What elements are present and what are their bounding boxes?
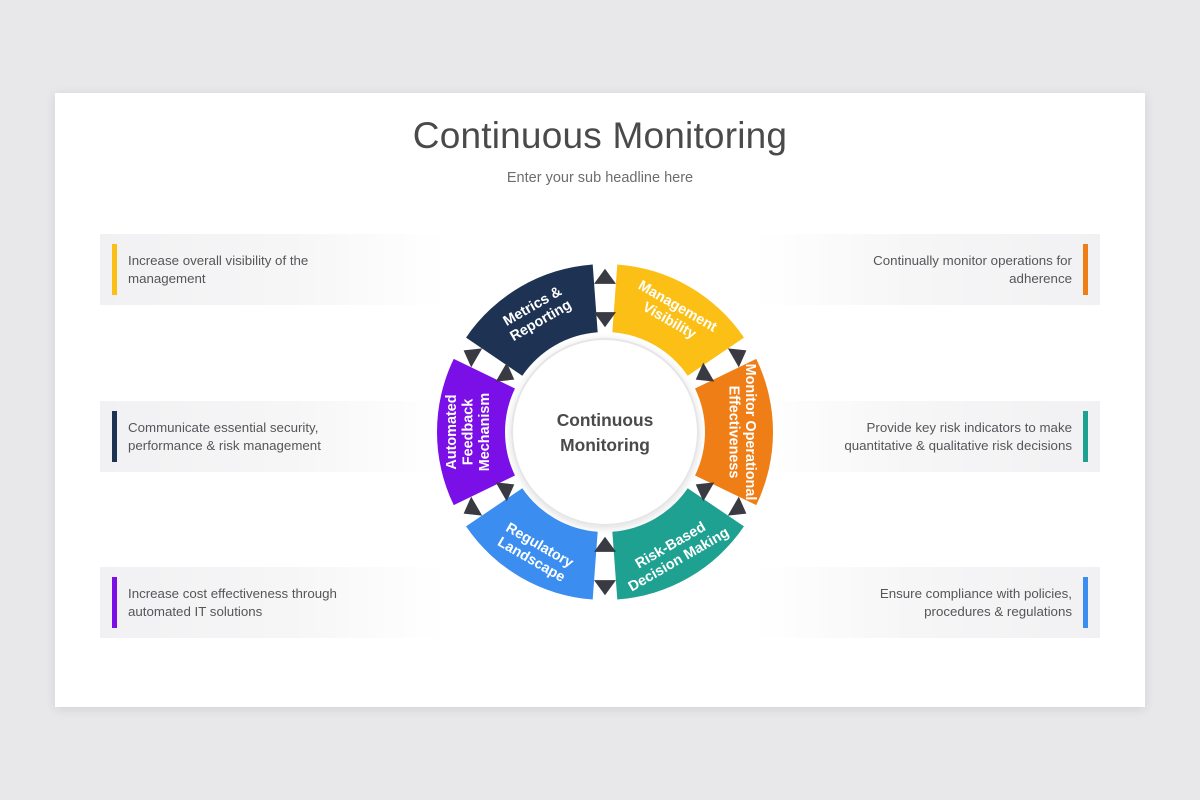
caption-line: Increase cost effectiveness through: [128, 585, 337, 601]
wheel-hub: [511, 338, 699, 526]
arrow-icon: [463, 348, 483, 368]
wheel-segments: [437, 264, 773, 600]
wheel-segment-management-visibility[interactable]: [612, 264, 744, 376]
arrow-icon: [463, 496, 483, 516]
caption-text: Provide key risk indicators to make quan…: [844, 419, 1072, 454]
wheel-segment-metrics-reporting[interactable]: [466, 264, 598, 376]
caption-metrics-reporting[interactable]: Communicate essential security, performa…: [100, 401, 445, 472]
caption-line: quantitative & qualitative risk decision…: [844, 437, 1072, 453]
caption-text: Increase cost effectiveness through auto…: [128, 585, 337, 620]
accent-bar: [1083, 244, 1088, 295]
arrow-icon: [594, 312, 616, 328]
arrow-icon: [594, 536, 616, 552]
wheel-segment-automated-feedback-mechanism[interactable]: [437, 358, 515, 506]
segment-label-line: Effectiveness: [725, 386, 741, 479]
slide-canvas: Continuous Monitoring Enter your sub hea…: [55, 93, 1145, 707]
caption-line: procedures & regulations: [924, 603, 1072, 619]
arrow-icon: [695, 482, 715, 502]
caption-management-visibility[interactable]: Increase overall visibility of the manag…: [100, 234, 445, 305]
accent-bar: [1083, 411, 1088, 462]
accent-bar: [112, 411, 117, 462]
caption-line: Continually monitor operations for: [873, 252, 1072, 268]
caption-regulatory-landscape[interactable]: Ensure compliance with policies, procedu…: [755, 567, 1100, 638]
caption-line: Provide key risk indicators to make: [866, 419, 1072, 435]
caption-line: performance & risk management: [128, 437, 321, 453]
segment-label-line: Mechanism: [477, 393, 493, 471]
caption-risk-based-decision-making[interactable]: Provide key risk indicators to make quan…: [755, 401, 1100, 472]
arrow-icon: [727, 496, 747, 516]
caption-line: Ensure compliance with policies,: [879, 585, 1072, 601]
accent-bar: [112, 244, 117, 295]
page-title: Continuous Monitoring: [412, 115, 788, 156]
caption-line: Increase overall visibility of the: [128, 252, 309, 268]
caption-monitor-operational-effectiveness[interactable]: Continually monitor operations for adher…: [755, 234, 1100, 305]
caption-line: adherence: [1009, 270, 1072, 286]
wheel-segment-monitor-operational-effectiveness[interactable]: [695, 358, 773, 506]
hub-label-line1: Continuous: [557, 410, 654, 430]
caption-text: Ensure compliance with policies, procedu…: [880, 585, 1072, 620]
caption-line: management: [128, 270, 206, 286]
segment-label-line: Feedback: [461, 398, 477, 465]
slide-header: Continuous Monitoring Enter your sub hea…: [55, 115, 1145, 186]
caption-automated-feedback-mechanism[interactable]: Increase cost effectiveness through auto…: [100, 567, 445, 638]
accent-bar: [1083, 577, 1088, 628]
arrow-icon: [495, 362, 515, 382]
wheel-arrow-markers: [463, 268, 747, 596]
arrow-icon: [695, 362, 715, 382]
caption-line: Communicate essential security,: [128, 419, 319, 435]
segment-label-line: Automated: [444, 394, 460, 469]
segment-label-line: Monitor Operational: [742, 364, 758, 501]
wheel-segment-risk-based-decision-making[interactable]: [612, 488, 744, 600]
caption-line: automated IT solutions: [128, 603, 263, 619]
caption-text: Communicate essential security, performa…: [128, 419, 321, 454]
hub-label-line2: Monitoring: [560, 435, 650, 455]
arrow-icon: [727, 348, 747, 368]
arrow-icon: [594, 268, 616, 284]
accent-bar: [112, 577, 117, 628]
wheel-segment-regulatory-landscape[interactable]: [466, 488, 598, 600]
page-subtitle: Enter your sub headline here: [506, 169, 694, 186]
arrow-icon: [495, 482, 515, 502]
arrow-icon: [594, 580, 616, 596]
caption-text: Increase overall visibility of the manag…: [128, 252, 308, 287]
caption-text: Continually monitor operations for adher…: [873, 252, 1072, 287]
